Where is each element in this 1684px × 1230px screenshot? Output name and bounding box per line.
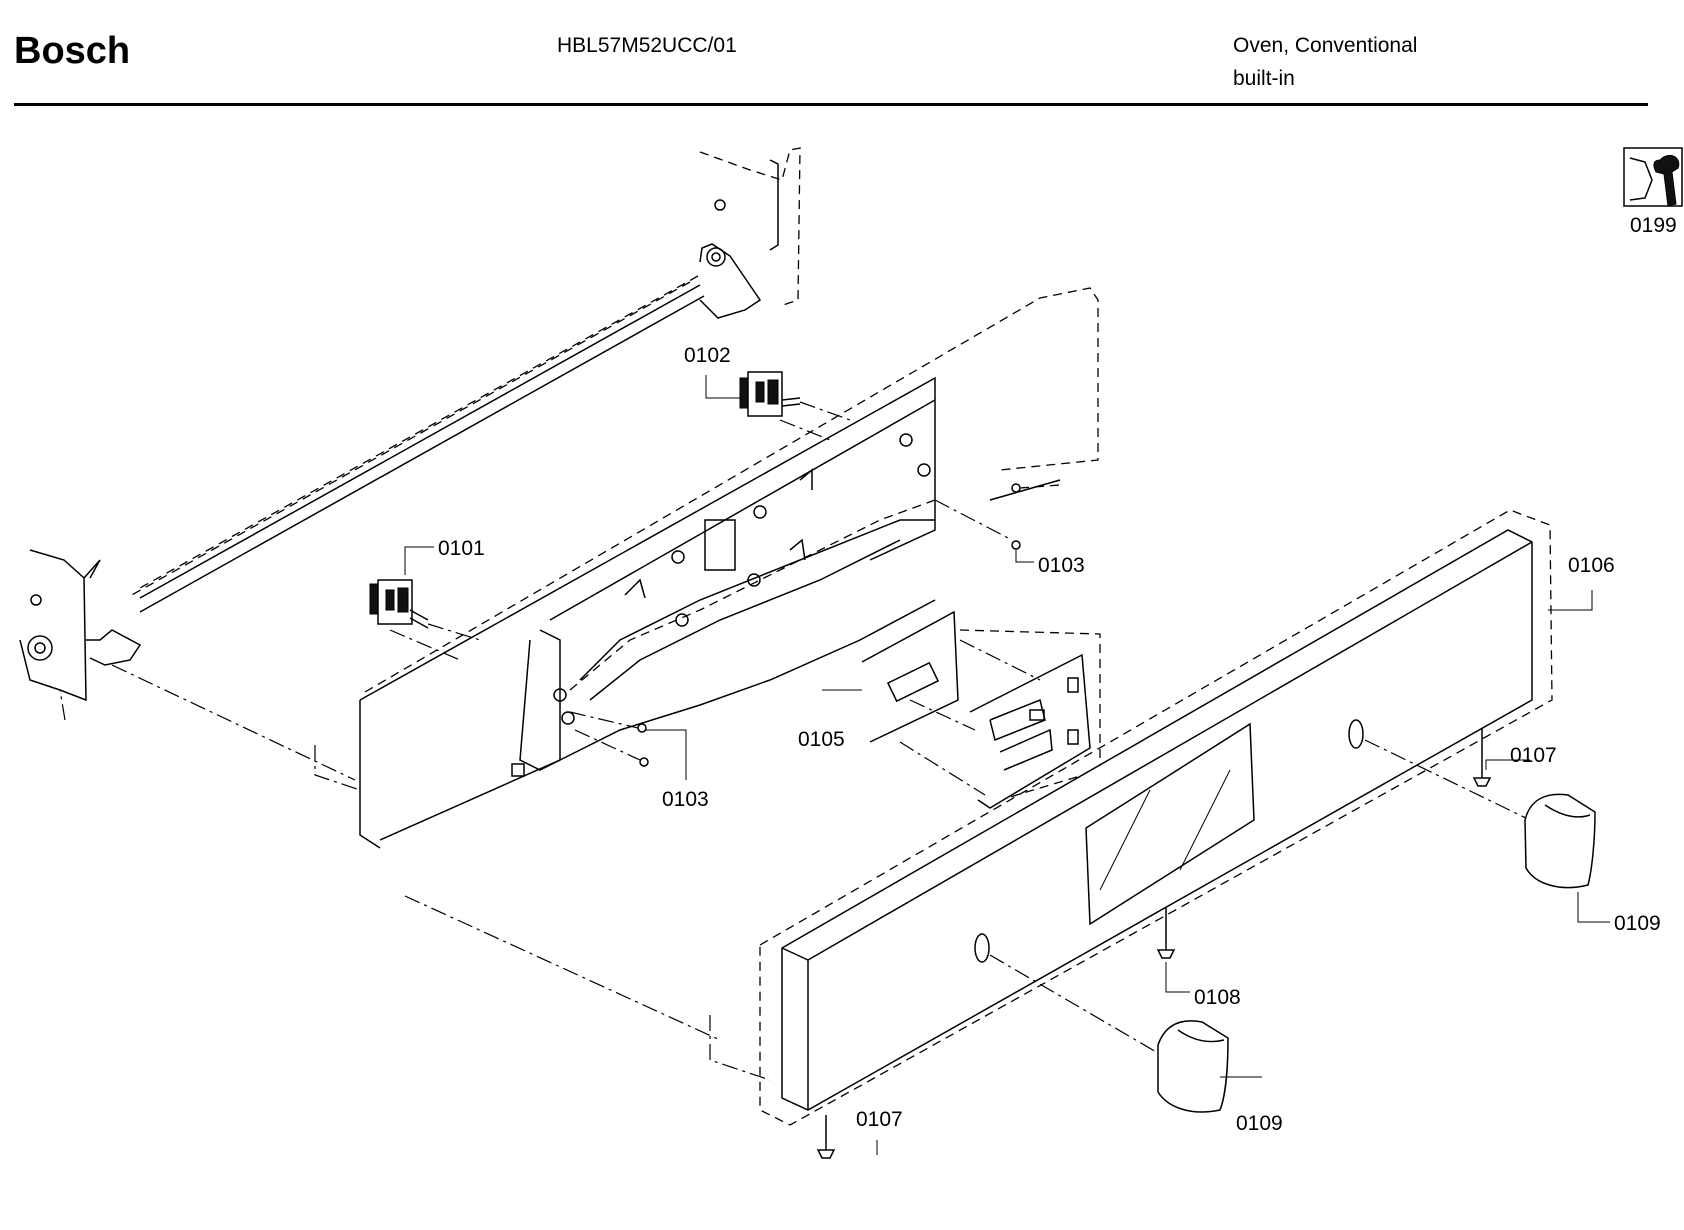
control-housing <box>314 287 1099 1081</box>
brand-name: Bosch <box>14 30 131 72</box>
switch-0102 <box>739 371 851 441</box>
oven-frame <box>19 147 801 781</box>
screws-0103 <box>569 483 1061 767</box>
switch-0101 <box>369 579 481 661</box>
leader-0107-right <box>1485 759 1530 770</box>
screws-0107 <box>816 728 1492 1159</box>
label-0102: 0102 <box>684 344 731 367</box>
label-0106: 0106 <box>1568 554 1615 577</box>
header-divider <box>14 103 1648 106</box>
label-0107-right: 0107 <box>1510 744 1557 767</box>
model-number: HBL57M52UCC/01 <box>557 34 737 57</box>
label-0103-left: 0103 <box>662 788 709 811</box>
label-0107-bottom: 0107 <box>856 1108 903 1131</box>
service-wrench-icon <box>1623 147 1683 207</box>
label-0199: 0199 <box>1630 214 1677 237</box>
label-0109-bottom: 0109 <box>1236 1112 1283 1135</box>
label-0105: 0105 <box>798 728 845 751</box>
screw-0108 <box>1156 908 1176 959</box>
leader-0102 <box>705 375 742 399</box>
leader-0103-right <box>1015 550 1034 563</box>
leader-0106 <box>1548 590 1593 611</box>
label-0101: 0101 <box>438 537 485 560</box>
label-0103-right: 0103 <box>1038 554 1085 577</box>
label-0108: 0108 <box>1194 986 1241 1009</box>
knobs-0109 <box>1157 793 1596 1113</box>
appliance-subtype: built-in <box>1233 67 1295 90</box>
leader-0109-right <box>1577 892 1610 923</box>
bracket-0105 <box>861 610 1101 809</box>
label-0109-right: 0109 <box>1614 912 1661 935</box>
control-panel-0106 <box>759 509 1553 1126</box>
leader-0103-left <box>646 729 687 780</box>
leader-0108 <box>1165 962 1190 993</box>
appliance-type: Oven, Conventional <box>1233 34 1418 57</box>
leader-0101 <box>404 546 434 575</box>
